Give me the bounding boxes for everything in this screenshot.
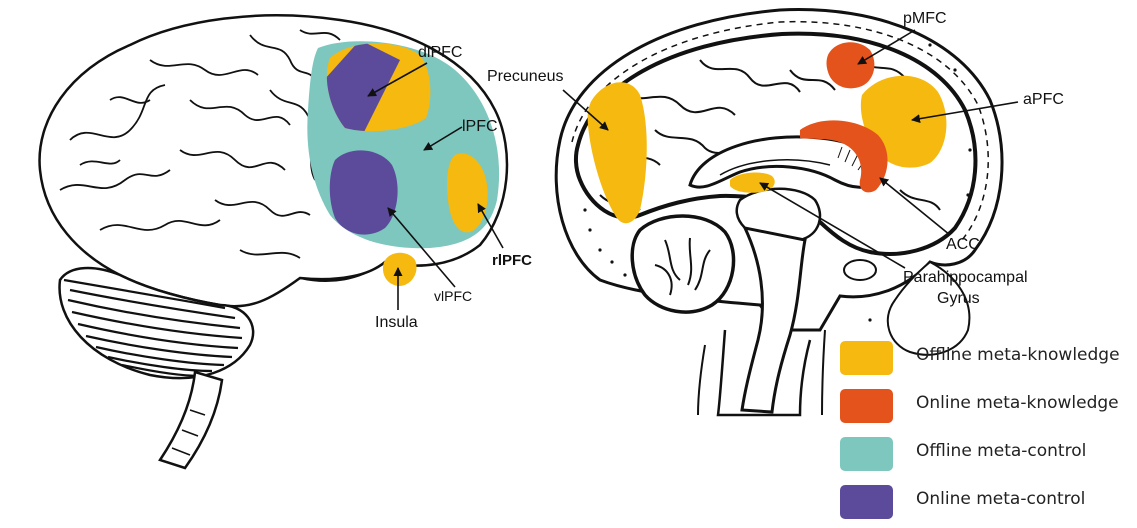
label-rlpfc: rlPFC	[492, 252, 532, 269]
label-dlpfc: dlPFC	[418, 44, 462, 61]
label-parahippocampal-2: Gyrus	[937, 290, 980, 307]
sagittal-cerebellum	[632, 216, 733, 312]
legend-label: Online meta-control	[916, 489, 1085, 509]
legend-swatch-offline-meta-control	[840, 437, 893, 471]
insula-region	[383, 253, 417, 286]
label-apfc: aPFC	[1023, 91, 1064, 108]
legend-label: Online meta-knowledge	[916, 393, 1119, 413]
lateral-brain: dlPFC lPFC rlPFC vlPFC Insula	[40, 15, 533, 468]
label-lpfc: lPFC	[462, 118, 498, 135]
lateral-brainstem	[160, 372, 222, 468]
legend-label: Offline meta-knowledge	[916, 345, 1120, 365]
legend-swatch-online-meta-knowledge	[840, 389, 893, 423]
label-precuneus: Precuneus	[487, 68, 564, 85]
pmfc-region	[827, 42, 875, 88]
label-parahippocampal-1: Parahippocampal	[903, 269, 1028, 286]
label-pmfc: pMFC	[903, 10, 947, 27]
legend-label: Offline meta-control	[916, 441, 1086, 461]
legend-swatch-online-meta-control	[840, 485, 893, 519]
vlpfc-region	[330, 150, 398, 234]
label-vlpfc: vlPFC	[434, 288, 472, 304]
label-insula: Insula	[375, 314, 418, 331]
legend-swatch-offline-meta-knowledge	[840, 341, 893, 375]
label-acc: ACC	[946, 236, 980, 253]
